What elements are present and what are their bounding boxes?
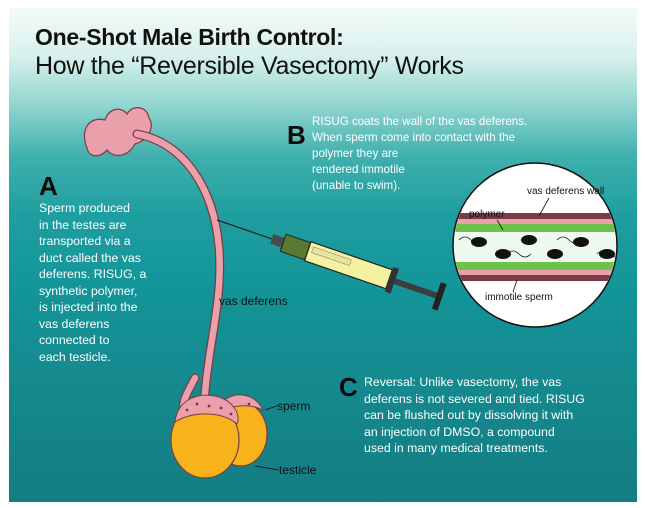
immotile-sperm-label: immotile sperm bbox=[485, 292, 553, 303]
panel-b-letter: B bbox=[287, 120, 306, 151]
page-title: One-Shot Male Birth Control: bbox=[35, 24, 343, 51]
panel-c-letter: C bbox=[339, 372, 358, 403]
vas-deferens-label: vas deferens bbox=[219, 294, 288, 308]
sperm-leader bbox=[265, 406, 277, 410]
polymer-label: polymer bbox=[469, 209, 505, 220]
panel-c-text: Reversal: Unlike vasectomy, the vas defe… bbox=[364, 374, 585, 457]
panel-b-text: RISUG coats the wall of the vas deferens… bbox=[312, 114, 527, 194]
testicle-leader bbox=[255, 466, 279, 470]
panel-a-letter: A bbox=[39, 171, 58, 202]
panel-a-text: Sperm produced in the testes are transpo… bbox=[39, 200, 146, 365]
testicle-label: testicle bbox=[279, 463, 316, 477]
sperm-label: sperm bbox=[277, 399, 310, 413]
infographic: One-Shot Male Birth Control: How the “Re… bbox=[9, 8, 637, 502]
page-subtitle: How the “Reversible Vasectomy” Works bbox=[35, 52, 464, 81]
vas-deferens-wall-label: vas deferens wall bbox=[527, 186, 604, 197]
